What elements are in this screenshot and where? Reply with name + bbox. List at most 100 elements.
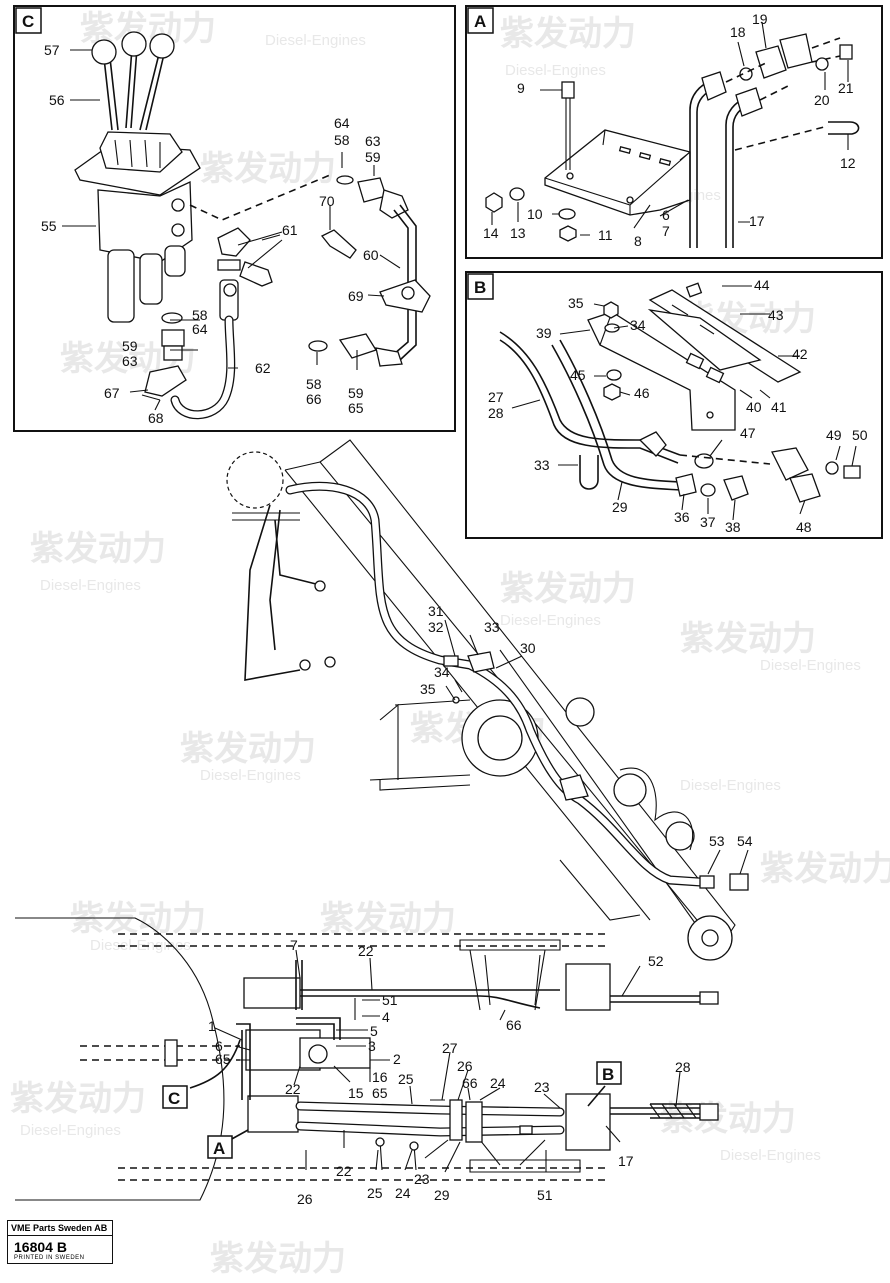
callout-label: 20 xyxy=(814,92,830,108)
callout-label: 66 xyxy=(462,1075,478,1091)
callout-label: 12 xyxy=(840,155,856,171)
section-label-b: B xyxy=(474,278,486,297)
callout-label: 17 xyxy=(618,1153,634,1169)
callout-label: 27 xyxy=(488,389,504,405)
callout-label: 35 xyxy=(420,681,436,697)
pointer-a: A xyxy=(213,1139,225,1158)
callout-label: 24 xyxy=(395,1185,411,1201)
watermark-sub: Diesel-Engines xyxy=(200,767,301,784)
drawing-number-value: 16804 xyxy=(14,1239,53,1255)
callout-label: 48 xyxy=(796,519,812,535)
section-label-c: C xyxy=(22,12,34,31)
callout-label: 68 xyxy=(148,410,164,426)
callout-label: 30 xyxy=(520,640,536,656)
callout-label: 34 xyxy=(630,317,646,333)
callout-label: 38 xyxy=(725,519,741,535)
callout-label: 28 xyxy=(675,1059,691,1075)
callout-label: 46 xyxy=(634,385,650,401)
callout-label: 23 xyxy=(534,1079,550,1095)
watermark-sub: Diesel-Engines xyxy=(760,657,861,674)
callout-label: 7 xyxy=(662,223,670,239)
callout-label: 18 xyxy=(730,24,746,40)
callout-label: 57 xyxy=(44,42,60,58)
callout-label: 67 xyxy=(104,385,120,401)
callout-label: 36 xyxy=(674,509,690,525)
callout-label: 56 xyxy=(49,92,65,108)
callout-label: 40 xyxy=(746,399,762,415)
callout-label: 63 xyxy=(122,353,138,369)
callout-label: 69 xyxy=(348,288,364,304)
callout-label: 33 xyxy=(484,619,500,635)
watermark-sub: Diesel-Engines xyxy=(40,577,141,594)
callout-label: 16 xyxy=(372,1069,388,1085)
callout-label: 62 xyxy=(255,360,271,376)
watermark-text: 紫发动力 xyxy=(180,730,316,768)
callout-label: 41 xyxy=(771,399,787,415)
callout-label: 25 xyxy=(398,1071,414,1087)
panel-a: A xyxy=(465,5,883,259)
callout-label: 32 xyxy=(428,619,444,635)
callout-label: 8 xyxy=(634,233,642,249)
callout-label: 61 xyxy=(282,222,298,238)
callout-label: 58 xyxy=(334,132,350,148)
watermark-text: 紫发动力 xyxy=(200,150,336,188)
callout-label: 13 xyxy=(510,225,526,241)
callout-label: 53 xyxy=(709,833,725,849)
callout-label: 4 xyxy=(382,1009,390,1025)
callout-label: 23 xyxy=(414,1171,430,1187)
drawing-number: 16804 B xyxy=(8,1236,112,1255)
callout-label: 34 xyxy=(434,664,450,680)
callout-label: 65 xyxy=(372,1085,388,1101)
watermark-sub: Diesel-Engines xyxy=(505,62,606,79)
callout-label: 22 xyxy=(285,1081,301,1097)
callout-label: 58 xyxy=(192,307,208,323)
watermark-sub: Diesel-Engines xyxy=(20,1122,121,1139)
pointer-c: C xyxy=(168,1089,180,1108)
callout-label: 26 xyxy=(297,1191,313,1207)
drawing-title-block: VME Parts Sweden AB 16804 B PRINTED IN S… xyxy=(7,1220,113,1264)
callout-label: 22 xyxy=(358,943,374,959)
callout-label: 63 xyxy=(365,133,381,149)
watermark-sub: Diesel-Engines xyxy=(680,777,781,794)
callout-label: 27 xyxy=(442,1040,458,1056)
section-label-a: A xyxy=(474,12,486,31)
watermark-text: 紫发动力 xyxy=(660,1100,796,1138)
watermark-text: 紫发动力 xyxy=(500,15,636,53)
callout-label: 25 xyxy=(367,1185,383,1201)
chassis-view: 7 22 51 4 5 3 2 1 6 65 66 27 26 25 22 15… xyxy=(15,917,719,1207)
callout-label: 59 xyxy=(365,149,381,165)
callout-label: 64 xyxy=(334,115,350,131)
callout-label: 66 xyxy=(306,391,322,407)
callout-label: 59 xyxy=(122,338,138,354)
callout-label: 37 xyxy=(700,514,716,530)
callout-label: 59 xyxy=(348,385,364,401)
callout-label: 2 xyxy=(393,1051,401,1067)
callout-label: 1 xyxy=(208,1018,216,1034)
callout-label: 47 xyxy=(740,425,756,441)
callout-label: 7 xyxy=(290,937,298,953)
callout-label: 14 xyxy=(483,225,499,241)
callout-label: 44 xyxy=(754,277,770,293)
watermark-text: 紫发动力 xyxy=(10,1080,146,1118)
callout-label: 6 xyxy=(662,207,670,223)
callout-label: 42 xyxy=(792,346,808,362)
watermark-sub: Diesel-Engines xyxy=(500,612,601,629)
callout-label: 52 xyxy=(648,953,664,969)
watermark-text: 紫发动力 xyxy=(320,900,456,938)
panel-b: B xyxy=(465,271,883,539)
callout-label: 43 xyxy=(768,307,784,323)
printed-note: PRINTED IN SWEDEN xyxy=(14,1255,85,1261)
pointer-b: B xyxy=(602,1065,614,1084)
callout-label: 66 xyxy=(506,1017,522,1033)
callout-label: 11 xyxy=(598,227,613,243)
watermark-text: 紫发动力 xyxy=(210,1240,346,1278)
callout-label: 6 xyxy=(215,1038,223,1054)
callout-label: 58 xyxy=(306,376,322,392)
callout-label: 17 xyxy=(749,213,765,229)
watermark-sub: Diesel-Engines xyxy=(90,937,191,954)
callout-label: 26 xyxy=(457,1058,473,1074)
watermark-text: 紫发动力 xyxy=(680,620,816,658)
callout-label: 50 xyxy=(852,427,868,443)
main-view: 31 32 33 30 34 35 53 54 xyxy=(226,439,753,961)
